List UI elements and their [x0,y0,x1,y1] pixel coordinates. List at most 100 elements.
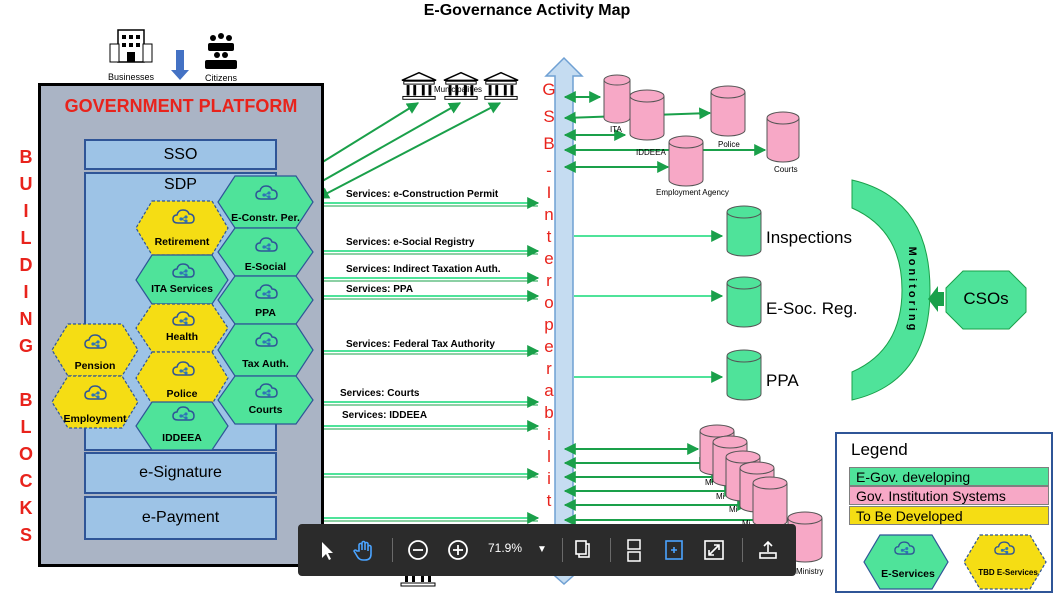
csos-octagon [945,270,1027,330]
ppa-system-label: PPA [766,371,799,390]
gsb-letter: e [544,337,554,356]
gsb-letter: o [544,293,554,312]
legend-developing: E-Gov. developing [849,467,1049,486]
gsb-letter: l [547,447,551,466]
building-blocks-letter: D [19,255,33,275]
hex-ita-services [135,254,229,305]
epayment-block[interactable]: e-Payment [84,496,277,540]
businesses-icon [109,29,153,63]
gsb-letter: i [547,469,551,488]
service-link-label: Services: Federal Tax Authority [346,339,495,350]
ministry-label: Mi [742,519,750,528]
ministry-label: Mi [716,492,725,501]
monitoring-label: Monitoring [906,246,918,334]
municipalities-label: Municipalities [434,85,483,94]
building-blocks-letter: U [19,174,33,194]
viewer-toolbar: 71.9% ▼ [298,524,796,576]
page-view-icon[interactable] [570,536,598,564]
ministry-label: Mi [705,478,714,487]
building-blocks-letter: S [19,525,32,545]
gsb-letter: G [542,80,556,99]
upload-icon[interactable] [754,536,782,564]
service-link-label: Services: PPA [346,284,414,295]
e-social-label: E-Social [244,261,287,273]
ppa-label: PPA [255,307,276,319]
gsb-letter: B [543,134,555,153]
building-blocks-letter: K [19,498,33,518]
legend-title: Legend [851,440,908,459]
sso-block[interactable]: SSO [84,139,277,170]
gsb-letter: e [544,249,554,268]
businesses-label: Businesses [108,72,155,82]
iddeea-label: IDDEEA [162,432,202,444]
citizens-icon [205,33,237,69]
gsb-letter: b [544,403,554,422]
gsb-letter: r [546,359,552,378]
down-arrow-icon [171,50,189,80]
building-blocks-letter: C [19,471,33,491]
building-blocks-letter: B [19,147,33,167]
ita-label: ITA [610,125,622,134]
gsb-letter: n [544,205,554,224]
service-link-label: Services: e-Construction Permit [346,189,499,200]
zoom-level[interactable]: 71.9% [488,541,523,555]
legend-tbd: To Be Developed [849,506,1049,525]
building-blocks-letter: G [18,336,33,356]
gsb-letter: t [546,491,552,510]
service-link-label: Services: e-Social Registry [346,237,475,248]
legend-eservices-label: E-Services [881,568,935,580]
monitoring-arc [851,179,931,401]
ita-services-label: ITA Services [151,283,213,295]
gsb-letter: I [546,183,552,202]
hex-health [135,303,229,353]
select-tool-icon[interactable] [312,536,340,564]
tax-auth-label: Tax Auth. [242,358,289,370]
esoc-reg-label: E-Soc. Reg. [766,299,858,318]
hex-employment [51,375,139,429]
sdp-label: SDP [164,176,197,193]
gsb-letter: a [544,381,554,400]
hand-tool-icon[interactable] [350,536,378,564]
platform-title: GOVERNMENT PLATFORM [64,96,298,116]
courts-label: Courts [248,404,283,416]
hex-courts [217,375,314,425]
legend-tbd-eservices-label: TBD E-Services [978,568,1038,577]
fullscreen-icon[interactable] [700,536,728,564]
employment-label: Employment [63,413,127,425]
gsb-letter: i [547,425,551,444]
ministry-label: Ministry [796,567,824,576]
police-label: Police [166,388,198,400]
building-blocks-letter: L [20,417,32,437]
page-title: E-Governance Activity Map [423,2,631,19]
gsb-letter: p [544,315,554,334]
building-blocks-letter: L [20,228,32,248]
service-link-label: Services: Courts [340,388,420,399]
ministry-label: Mi [729,505,738,514]
sdp-hexagons [51,175,314,451]
legend-hexagons [863,534,1047,590]
gsb-letter: - [546,161,552,180]
fit-width-icon[interactable] [620,536,648,564]
building-blocks-letter: B [19,390,33,410]
retirement-label: Retirement [154,236,210,248]
gsb-letter: t [546,227,552,246]
e-constr-label: E-Constr. Per. [231,212,300,224]
service-link-label: Services: IDDEEA [342,410,428,421]
inspections-label: Inspections [766,228,852,247]
building-blocks-letter: O [18,444,33,464]
csos-label: CSOs [963,289,1009,308]
service-link-label: Services: Indirect Taxation Auth. [346,264,501,275]
zoom-dropdown-chevron-down-icon[interactable]: ▼ [537,544,547,555]
fit-page-icon[interactable] [660,536,688,564]
zoom-in-icon[interactable] [444,536,472,564]
building-blocks-letter: I [23,201,29,221]
esignature-block[interactable]: e-Signature [84,452,277,494]
courts-db-label: Courts [774,165,798,174]
building-blocks-letter: N [19,309,33,329]
zoom-out-icon[interactable] [404,536,432,564]
health-label: Health [165,331,199,343]
gsb-letter: r [546,271,552,290]
